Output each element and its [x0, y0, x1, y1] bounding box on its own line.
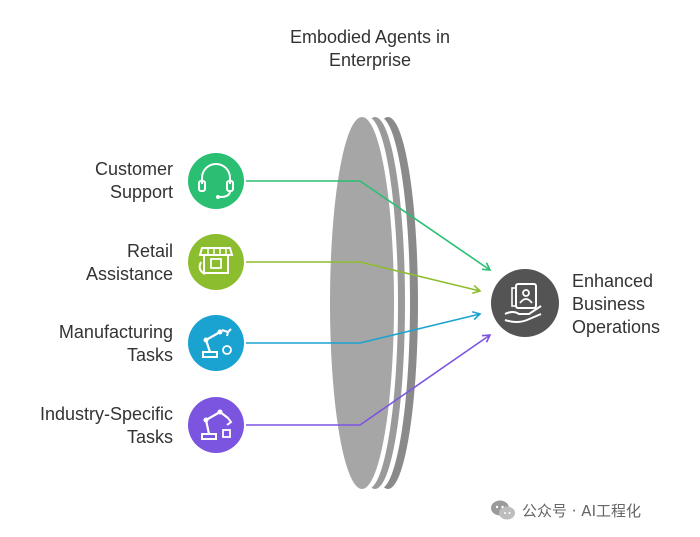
output-label-line: Enhanced — [572, 271, 654, 291]
lens-shape — [330, 117, 418, 489]
industrial-robot-icon — [188, 397, 244, 453]
label-line: Tasks — [126, 427, 173, 447]
input-label-manufacturing-tasks: Manufacturing Tasks — [8, 321, 173, 367]
label-line: Industry-Specific — [39, 404, 173, 424]
label-line: Manufacturing — [58, 322, 173, 342]
robotic-arm-icon — [188, 315, 244, 371]
output-label-line: Business — [572, 294, 646, 314]
output-label-line: Operations — [572, 317, 661, 337]
input-label-customer-support: Customer Support — [8, 158, 173, 204]
title-line-1: Embodied Agents in — [289, 27, 451, 47]
label-line: Support — [109, 182, 173, 202]
connector-retail-assistance — [246, 261, 482, 295]
output-label: Enhanced Business Operations — [572, 270, 697, 339]
input-label-retail-assistance: Retail Assistance — [8, 240, 173, 286]
label-line: Assistance — [85, 264, 173, 284]
connector-industry-specific-tasks — [246, 334, 492, 426]
label-line: Retail — [126, 241, 173, 261]
connector-manufacturing-tasks — [246, 310, 482, 344]
diagram-title: Embodied Agents in Enterprise — [250, 26, 490, 72]
storefront-icon — [188, 234, 244, 290]
headset-icon — [188, 153, 244, 209]
title-line-2: Enterprise — [328, 50, 412, 70]
input-label-industry-specific-tasks: Industry-Specific Tasks — [8, 403, 173, 449]
label-line: Customer — [94, 159, 173, 179]
chat-bubble-logo-icon — [491, 500, 515, 520]
connector-customer-support — [246, 180, 492, 271]
label-line: Tasks — [126, 345, 173, 365]
hand-document-icon — [491, 269, 559, 337]
watermark-text: 公众号 · AI工程化 — [522, 501, 641, 520]
watermark: 公众号 · AI工程化 — [490, 498, 690, 522]
